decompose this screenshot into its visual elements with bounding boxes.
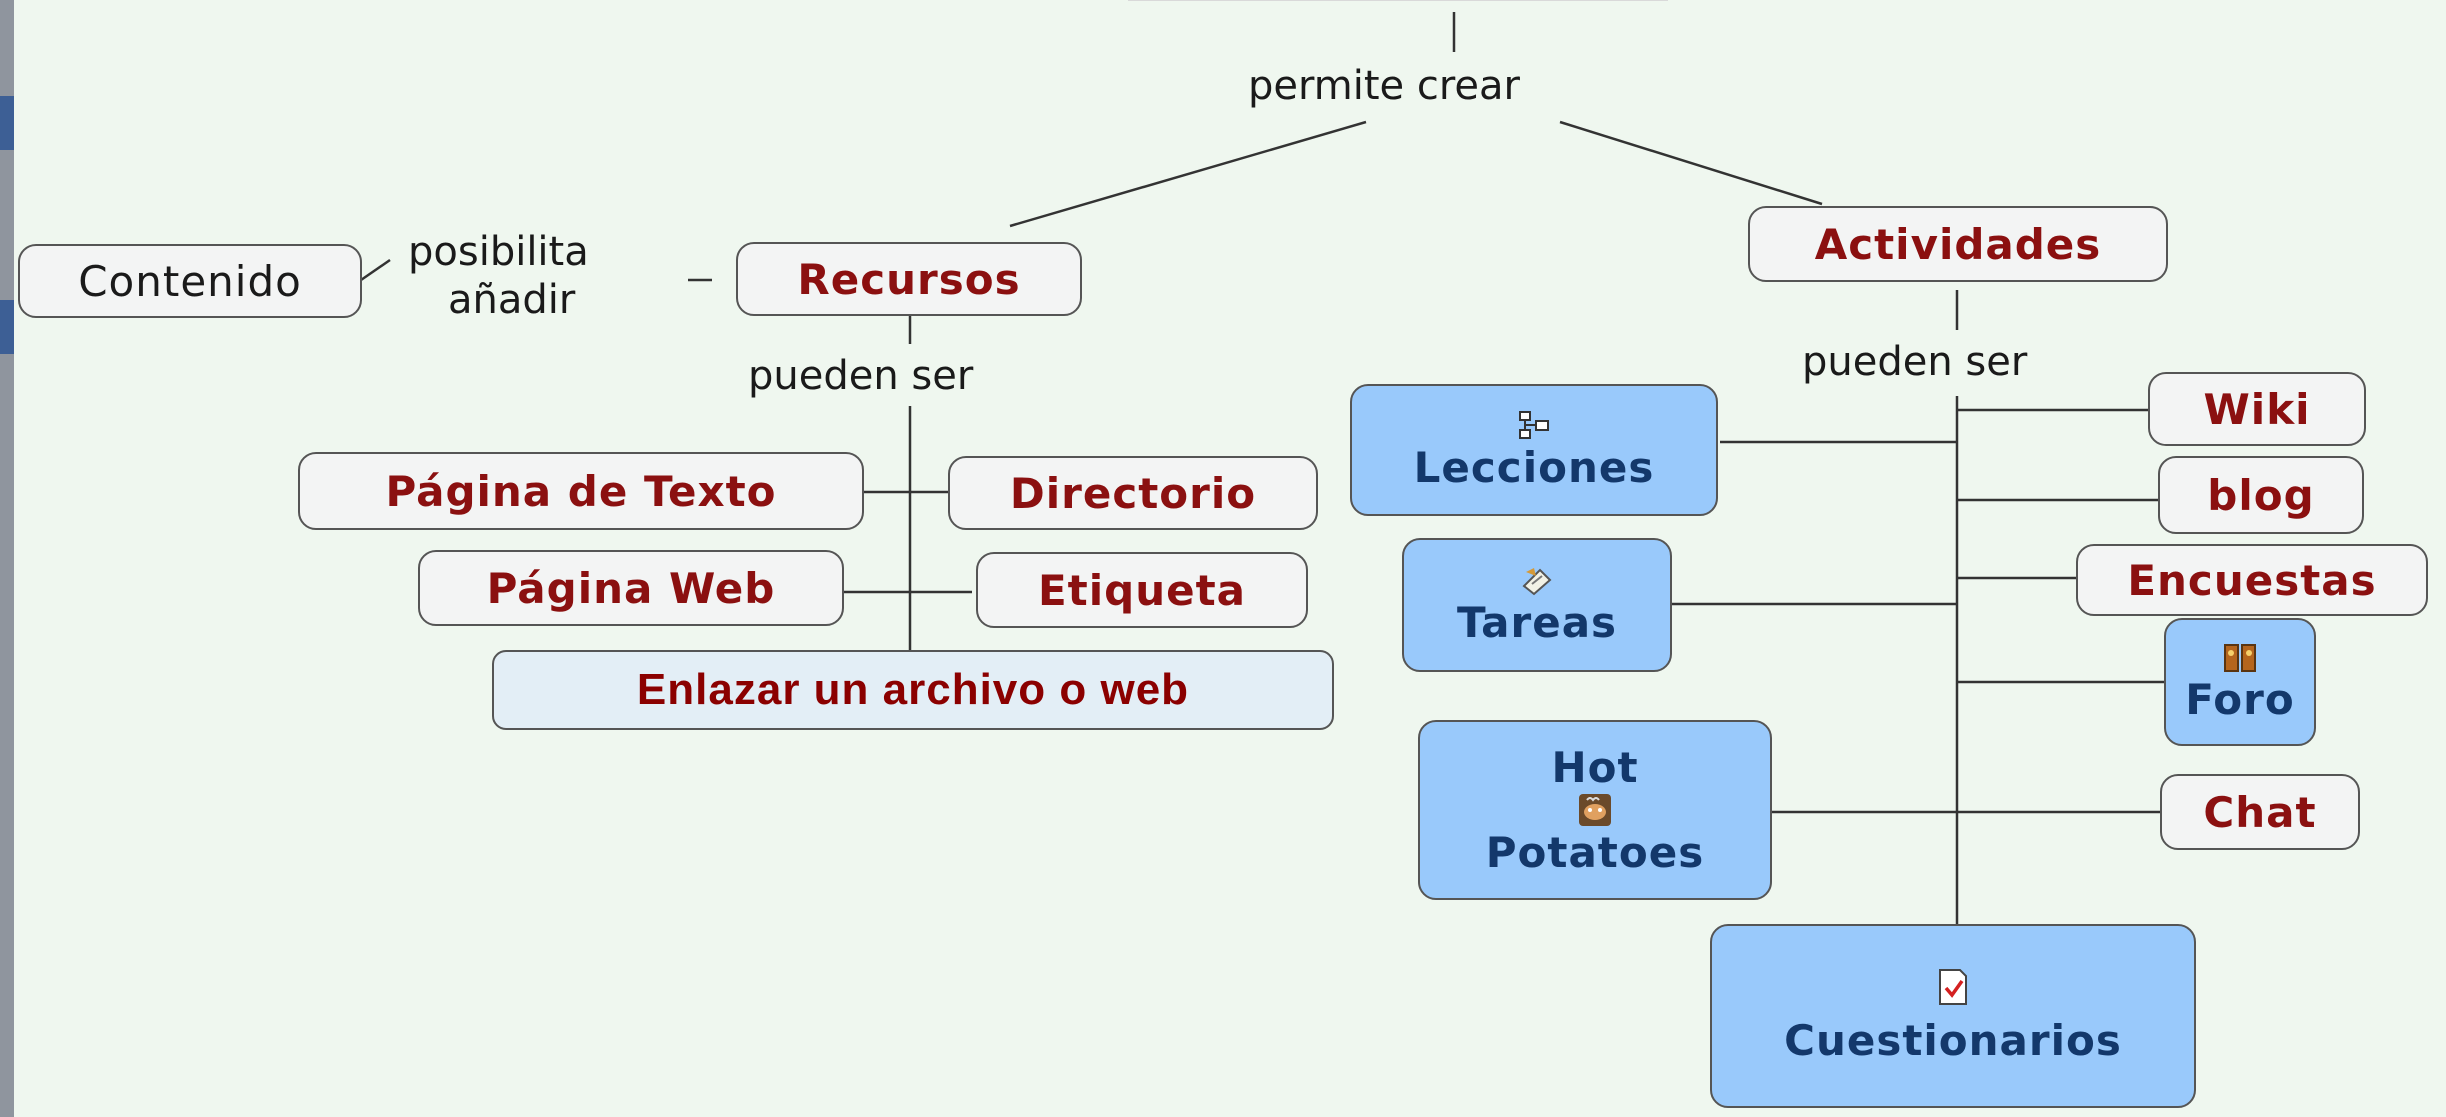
node-chat[interactable]: Chat	[2160, 774, 2360, 850]
node-lecciones-label: Lecciones	[1413, 442, 1655, 492]
node-cuestionarios[interactable]: Cuestionarios	[1710, 924, 2196, 1108]
node-tareas-label: Tareas	[1456, 597, 1618, 647]
node-hot-label: Hot	[1551, 743, 1639, 792]
node-cuestionarios-label: Cuestionarios	[1784, 1015, 2122, 1065]
node-contenido[interactable]: Contenido	[18, 244, 362, 318]
connector-line	[360, 258, 391, 282]
frame-tab	[0, 96, 14, 150]
node-lecciones[interactable]: Lecciones	[1350, 384, 1718, 516]
node-foro-label: Foro	[2185, 674, 2295, 724]
quiz-checkbox-icon	[1936, 968, 1970, 1006]
node-tareas[interactable]: Tareas	[1402, 538, 1672, 672]
node-foro[interactable]: Foro	[2164, 618, 2316, 746]
connector-line	[1559, 120, 1823, 206]
root-node-fragment	[1128, 0, 1668, 1]
frame-tab	[0, 300, 14, 354]
node-hot-potatoes[interactable]: Hot Potatoes	[1418, 720, 1772, 900]
node-blog[interactable]: blog	[2158, 456, 2364, 534]
node-encuestas[interactable]: Encuestas	[2076, 544, 2428, 616]
forum-icon	[2223, 641, 2257, 675]
node-etiqueta[interactable]: Etiqueta	[976, 552, 1308, 628]
node-pagina-web[interactable]: Página Web	[418, 550, 844, 626]
org-chart-icon	[1517, 409, 1551, 443]
hot-potatoes-icon	[1577, 792, 1613, 828]
node-enlazar-archivo-web[interactable]: Enlazar un archivo o web	[492, 650, 1334, 730]
relation-posibilita-line1: posibilita	[408, 229, 589, 275]
window-left-edge	[0, 0, 14, 1117]
node-potatoes-label: Potatoes	[1485, 828, 1705, 877]
node-actividades[interactable]: Actividades	[1748, 206, 2168, 282]
relation-pueden-ser-recursos: pueden ser	[748, 353, 974, 399]
relation-pueden-ser-actividades: pueden ser	[1802, 339, 2028, 385]
node-pagina-de-texto[interactable]: Página de Texto	[298, 452, 864, 530]
node-wiki[interactable]: Wiki	[2148, 372, 2366, 446]
connector-line	[1009, 120, 1367, 228]
node-directorio[interactable]: Directorio	[948, 456, 1318, 530]
relation-posibilita-line2: añadir	[448, 277, 576, 323]
node-recursos[interactable]: Recursos	[736, 242, 1082, 316]
assignment-icon	[1520, 564, 1554, 598]
relation-permite-crear: permite crear	[1248, 63, 1520, 109]
